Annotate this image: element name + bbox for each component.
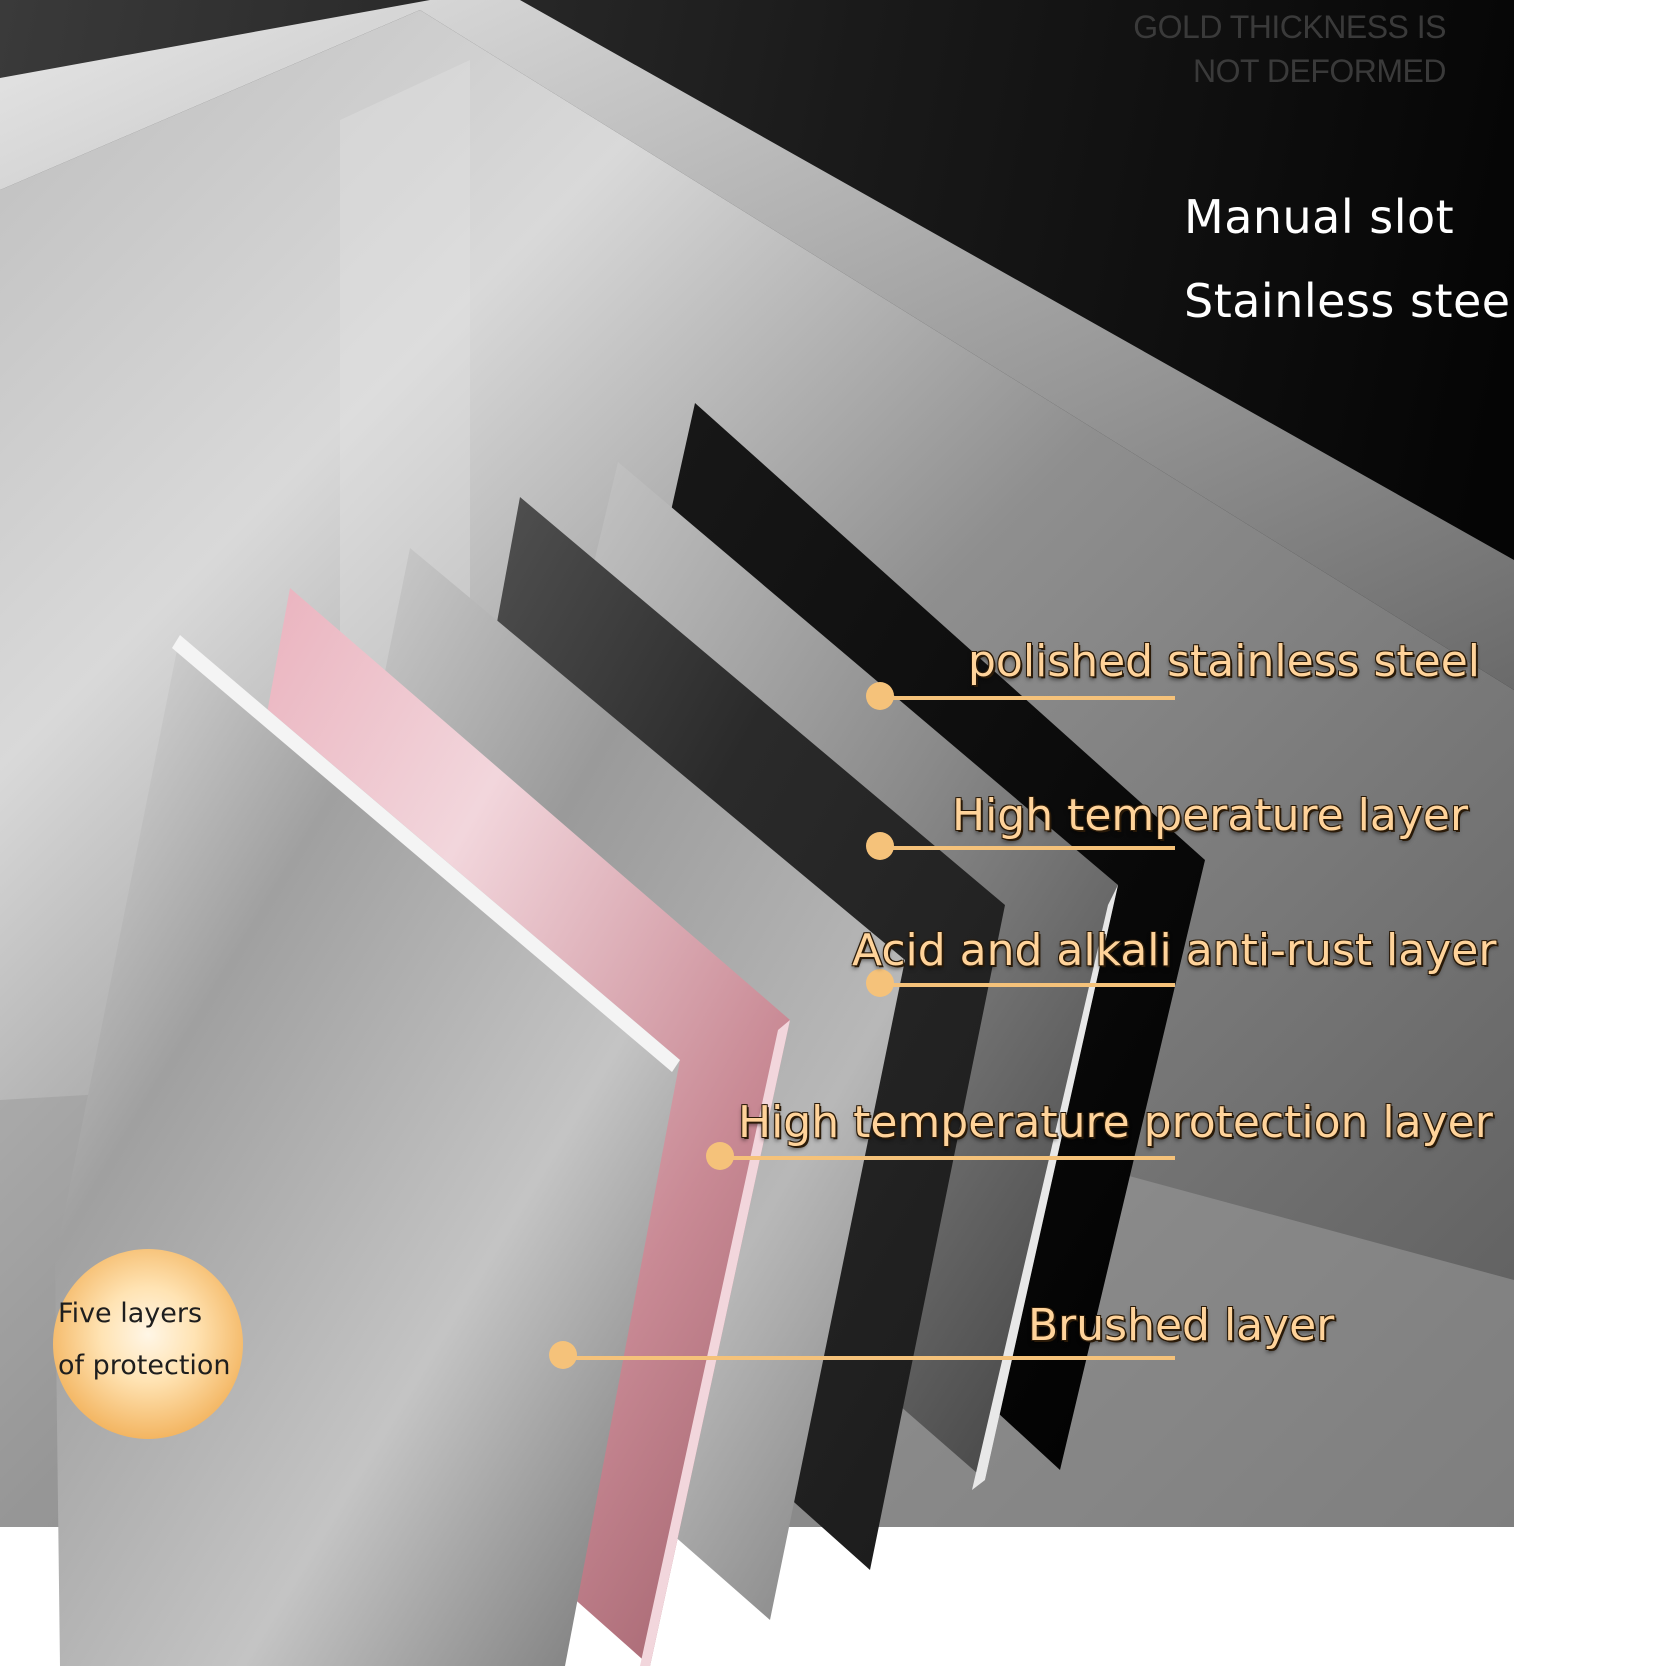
leader-dot-3 (866, 969, 894, 997)
headline-line-1: Manual slot (1184, 190, 1455, 244)
headline-line-2: Stainless steel (1184, 274, 1524, 328)
leader-dot-4 (706, 1142, 734, 1170)
leader-lines (549, 682, 1175, 1369)
badge-line-1: Five layers (58, 1298, 203, 1329)
leader-dot-1 (866, 682, 894, 710)
right-margin (1514, 0, 1666, 1666)
layer-label-high-temp: High temperature layer (952, 790, 1469, 841)
watermark-line-1: GOLD THICKNESS IS (1133, 9, 1446, 45)
layer-label-polished: polished stainless steel (968, 636, 1481, 687)
plate-brushed-edge (172, 635, 680, 1072)
badge-circle (53, 1249, 243, 1439)
layer-label-anti-rust: Acid and alkali anti-rust layer (852, 925, 1497, 976)
leader-dot-2 (866, 832, 894, 860)
watermark-line-2: NOT DEFORMED (1193, 53, 1446, 89)
badge-line-2: of protection (58, 1350, 231, 1381)
leader-dot-5 (549, 1341, 577, 1369)
sink-rim (0, 0, 1514, 690)
layer-label-protection: High temperature protection layer (738, 1097, 1493, 1148)
plate-pink-edge (640, 1020, 790, 1666)
plate-polished-edge (972, 885, 1118, 1490)
layer-label-brushed: Brushed layer (1028, 1300, 1335, 1351)
